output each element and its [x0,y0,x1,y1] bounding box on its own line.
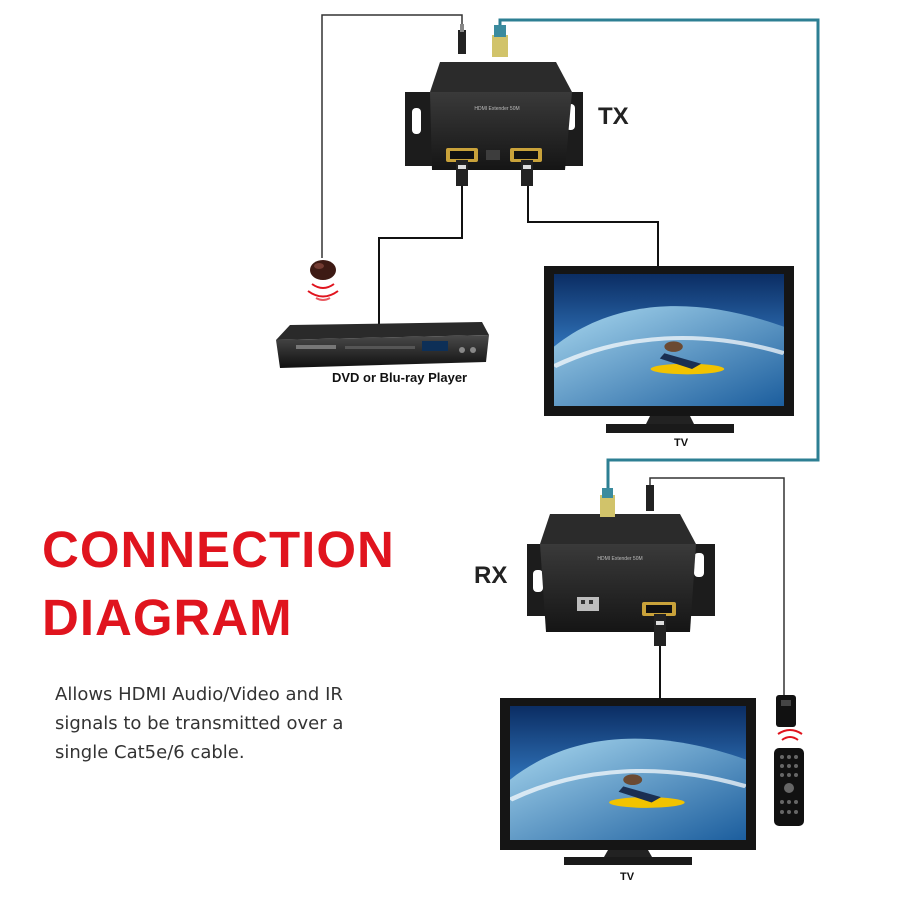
tv-top-label: TV [674,437,689,449]
ir-receiver-icon [307,260,339,301]
player-label: DVD or Blu-ray Player [332,370,468,385]
tv-top-icon [544,266,794,433]
description: Allows HDMI Audio/Video and IR signals t… [55,680,425,767]
svg-text:HDMI Extender 50M: HDMI Extender 50M [597,556,642,562]
description-line-2: signals to be transmitted over a [55,713,344,734]
rx-rj45-connector [600,495,615,517]
hdmi-cable-tv-top [527,185,659,268]
tx-extender-unit: HDMI Extender 50M [405,24,583,186]
rx-extender-unit: HDMI Extender 50M [527,485,715,646]
tv-bottom-label: TV [620,871,635,883]
ir-emitter-icon [776,695,796,727]
svg-text:HDMI Extender 50M: HDMI Extender 50M [474,106,519,112]
tx-rj45-connector [492,35,508,57]
remote-control-icon [774,729,804,826]
dvd-player-icon [276,322,489,368]
title-line-1: CONNECTION [42,521,395,578]
tv-bottom-icon [500,698,756,865]
hdmi-cable-player [378,185,463,330]
title-line-2: DIAGRAM [42,589,293,646]
tx-label: TX [598,103,629,130]
description-line-1: Allows HDMI Audio/Video and IR [55,684,343,705]
rx-label: RX [474,562,508,589]
description-line-3: single Cat5e/6 cable. [55,742,245,763]
tx-ir-jack [458,30,466,54]
rx-ir-jack [646,485,654,511]
